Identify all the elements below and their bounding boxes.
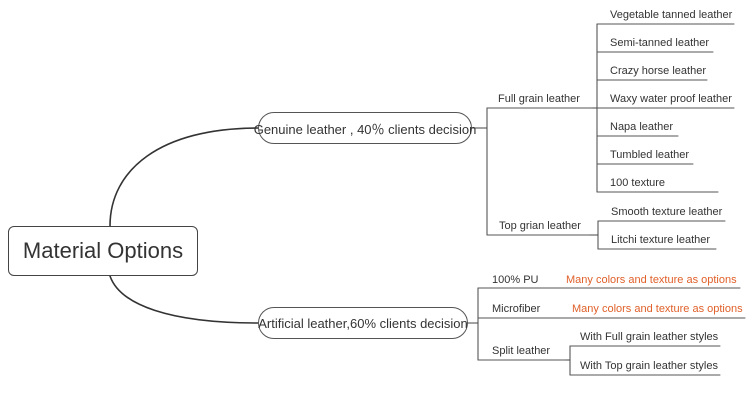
branch-genuine-leather[interactable]: Genuine leather , 40％ clients decision: [254, 112, 476, 144]
leaf-napa-leather[interactable]: Napa leather: [610, 121, 673, 133]
leaf-litchi-texture-leather[interactable]: Litchi texture leather: [611, 234, 711, 246]
subbranch-100-pu[interactable]: 100% PU: [492, 274, 539, 286]
leaf-with-top-grain-styles[interactable]: With Top grain leather styles: [580, 360, 718, 372]
leaf-100-texture[interactable]: 100 texture: [610, 177, 666, 189]
leaf-with-full-grain-styles[interactable]: With Full grain leather styles: [580, 331, 719, 343]
connector-root-artificial: [109, 275, 259, 324]
subbranch-microfiber[interactable]: Microfiber: [492, 303, 541, 315]
connector-root-genuine: [109, 127, 259, 227]
leaf-vegetable-tanned-leather[interactable]: Vegetable tanned leather: [610, 9, 733, 21]
root-node-material-options[interactable]: Material Options: [8, 226, 198, 276]
note-microfiber-options[interactable]: Many colors and texture as options: [572, 303, 743, 315]
leaf-semi-tanned-leather[interactable]: Semi-tanned leather: [610, 37, 710, 49]
leaf-crazy-horse-leather[interactable]: Crazy horse leather: [610, 65, 706, 77]
leaf-tumbled-leather[interactable]: Tumbled leather: [610, 149, 690, 161]
note-pu-options[interactable]: Many colors and texture as options: [566, 274, 737, 286]
branch-artificial-leather[interactable]: Artificial leather,60% clients decision: [258, 307, 468, 339]
subbranch-full-grain-leather[interactable]: Full grain leather: [498, 93, 580, 105]
leaf-waxy-water-proof-leather[interactable]: Waxy water proof leather: [610, 93, 732, 105]
leaf-smooth-texture-leather[interactable]: Smooth texture leather: [611, 206, 723, 218]
subbranch-split-leather[interactable]: Split leather: [492, 345, 551, 357]
subbranch-top-grian-leather[interactable]: Top grian leather: [499, 220, 581, 232]
